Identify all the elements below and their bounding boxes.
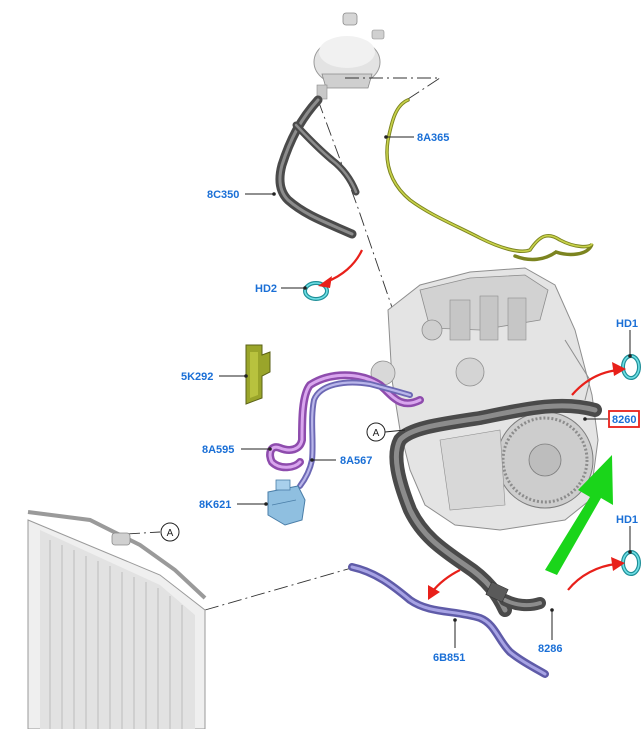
radiator — [27, 510, 207, 729]
svg-text:A: A — [373, 428, 380, 439]
label-8a365: 8A365 — [417, 132, 449, 144]
clamp-hd2 — [303, 281, 329, 301]
clamp-hd1-top — [621, 354, 641, 380]
hose-8c350 — [275, 95, 360, 239]
hose-8a567 — [297, 379, 413, 489]
svg-text:A: A — [167, 528, 174, 539]
label-6b851: 6B851 — [433, 652, 465, 664]
bracket-5k292 — [245, 344, 271, 405]
label-8c350: 8C350 — [207, 189, 239, 201]
expansion-tank — [313, 12, 385, 100]
label-5k292: 5K292 — [181, 371, 213, 383]
label-8a595: 8A595 — [202, 444, 234, 456]
label-hd1-top: HD1 — [616, 318, 638, 330]
label-hd2: HD2 — [255, 283, 277, 295]
engine-block — [370, 267, 599, 531]
label-8260: 8260 — [612, 414, 636, 426]
arrowhead-icon — [318, 276, 332, 288]
clamp-hd1-bottom — [621, 550, 641, 576]
hose-8a365 — [385, 98, 594, 262]
callout-leaders — [219, 135, 632, 648]
label-hd1-bottom: HD1 — [616, 514, 638, 526]
label-8286: 8286 — [538, 643, 562, 655]
green-arrow — [545, 455, 613, 575]
label-8a567: 8A567 — [340, 455, 372, 467]
reference-a-radiator: A — [160, 522, 180, 542]
label-8k621: 8K621 — [199, 499, 231, 511]
red-arrows — [318, 249, 626, 600]
hose-8260 — [389, 398, 602, 617]
highlighted-part-8260: 8260 — [608, 410, 640, 428]
reference-a-engine: A — [366, 422, 406, 442]
hose-6b851 — [348, 563, 549, 678]
component-8k621 — [267, 479, 306, 526]
